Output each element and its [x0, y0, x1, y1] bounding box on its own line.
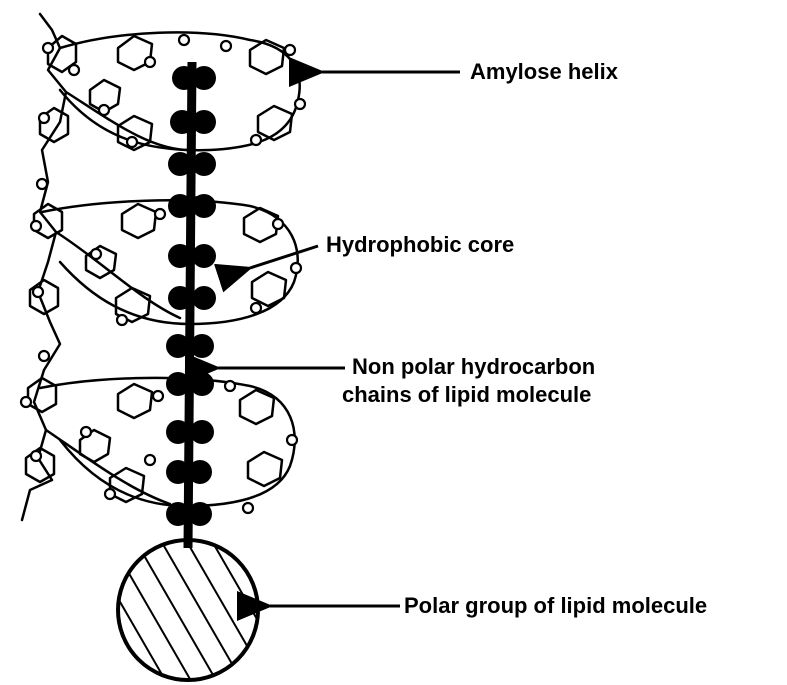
- hydrocarbon-label-line-2: chains of lipid molecule: [342, 383, 591, 406]
- polar-group-label: Polar group of lipid molecule: [404, 594, 707, 617]
- polar-head-group: [118, 540, 258, 680]
- lipid-molecule: [118, 62, 258, 680]
- amylose-helix: [22, 14, 300, 520]
- hydrophobic-core-label: Hydrophobic core: [326, 233, 514, 256]
- amylose-helix-label: Amylose helix: [470, 60, 618, 83]
- arrow-hydrophobic-core: [250, 246, 318, 268]
- hydrocarbon-label-line-1: Non polar hydrocarbon: [352, 355, 595, 378]
- helix-turn-3: [40, 378, 295, 506]
- label-arrows: [218, 72, 460, 606]
